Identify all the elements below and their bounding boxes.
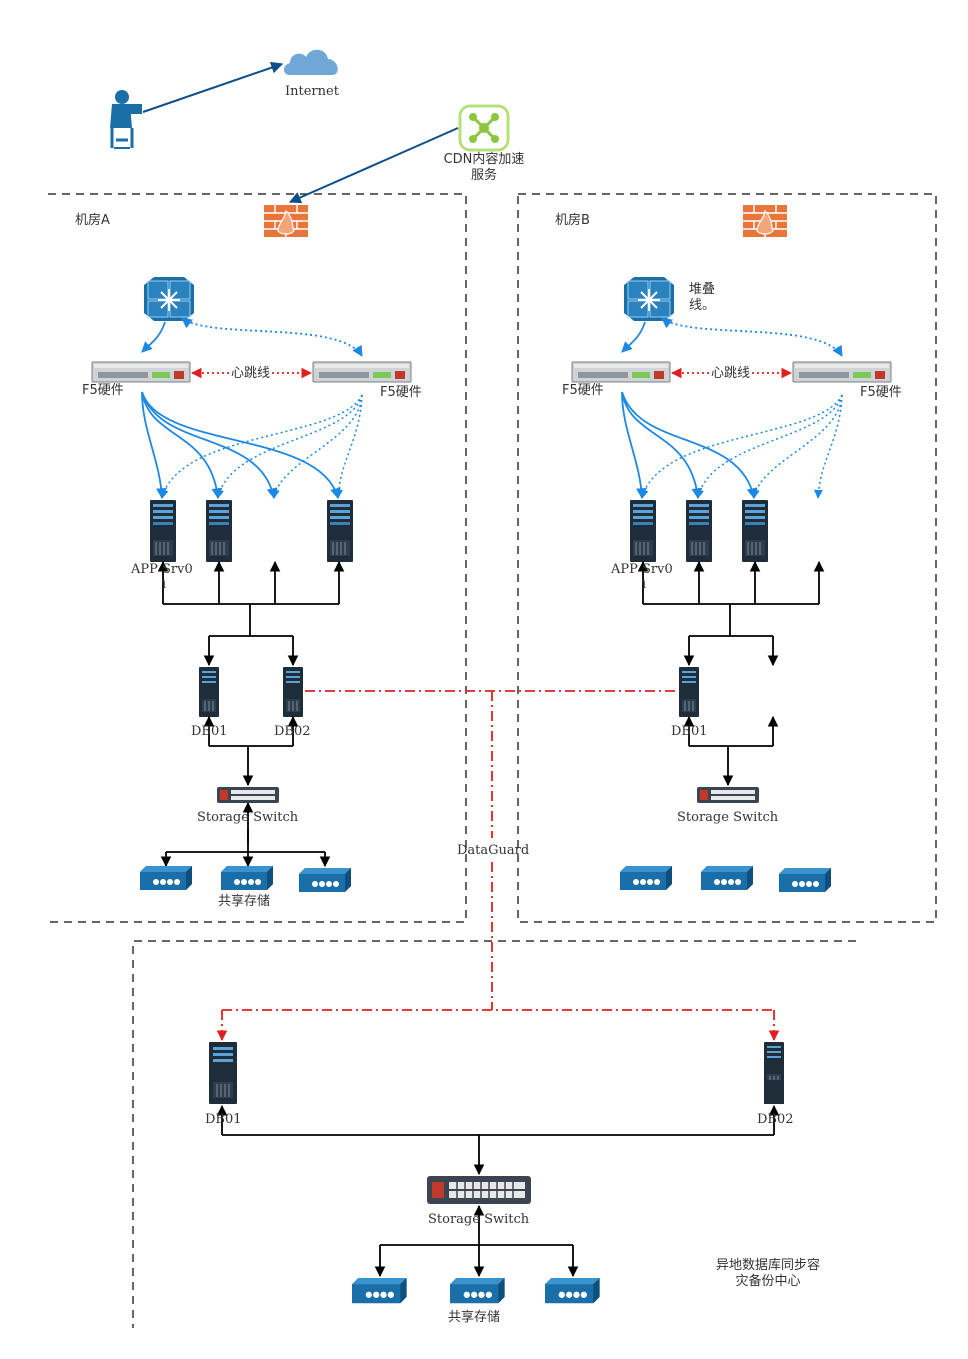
storage-a1 xyxy=(140,866,192,890)
dr-storage-label: 共享存储 xyxy=(448,1310,501,1325)
user-internet-link xyxy=(142,61,284,113)
f5-device-left-b xyxy=(571,361,671,383)
dr-db-switch-tree xyxy=(216,1104,780,1278)
storage-b3 xyxy=(779,868,831,892)
firewall-icon-b xyxy=(742,204,788,238)
db1-label-a: DB01 xyxy=(191,724,228,739)
f5-right-label-b: F5硬件 xyxy=(860,385,902,400)
storage-switch-a xyxy=(217,787,279,803)
storage-b1 xyxy=(620,866,672,890)
switch-label-a: Storage Switch xyxy=(197,810,299,825)
f5-app-standby-links-b xyxy=(639,394,843,499)
f5-app-links-b xyxy=(621,391,758,500)
app-server-3 xyxy=(326,499,354,563)
stack-label-line1: 堆叠 xyxy=(689,282,716,297)
f5-left-label-b: F5硬件 xyxy=(562,383,604,398)
dr-storage-switch xyxy=(426,1175,532,1205)
stack-link-a2 xyxy=(181,317,363,357)
app-db-tree-b xyxy=(637,560,825,787)
db1-label-b: DB01 xyxy=(671,724,708,739)
db-switch-tree-a xyxy=(160,715,331,868)
storage-a2 xyxy=(221,866,273,890)
app-label-b: APP Srv0 xyxy=(611,562,673,577)
f5-app-links-a xyxy=(141,391,341,500)
heartbeat-label-b: 心跳线 xyxy=(711,366,751,381)
stack-label-line2: 线。 xyxy=(689,298,716,313)
db-server-a2 xyxy=(282,666,304,718)
f5-right-label-a: F5硬件 xyxy=(380,385,422,400)
db-server-b1 xyxy=(678,666,700,718)
f5-device-right-b xyxy=(792,361,892,383)
cdn-label-line1: CDN内容加速 xyxy=(443,152,525,167)
storage-label-a: 共享存储 xyxy=(218,894,271,909)
dr-db-server-2-base xyxy=(764,1080,784,1104)
heartbeat-label-a: 心跳线 xyxy=(231,366,271,381)
user-icon xyxy=(110,90,142,149)
stack-link-a1 xyxy=(141,321,166,353)
firewall-icon xyxy=(263,204,309,238)
storage-switch-b xyxy=(697,787,759,803)
dr-db-server-1 xyxy=(208,1041,238,1105)
app-label-a: APP Srv0 xyxy=(131,562,193,577)
switch-label-b: Storage Switch xyxy=(677,810,779,825)
room-a-title: 机房A xyxy=(75,213,110,228)
f5-left-label-a: F5硬件 xyxy=(82,383,124,398)
storage-b2 xyxy=(701,866,753,890)
dr-storage-3 xyxy=(545,1278,600,1304)
app-server-b2 xyxy=(685,499,713,563)
cdn-firewall-link xyxy=(288,127,459,204)
db2-label-a: DB02 xyxy=(274,724,311,739)
f5-app-standby-links-a xyxy=(159,394,363,499)
db-server-a1 xyxy=(198,666,220,718)
core-switch-icon-b xyxy=(623,276,675,322)
f5-device-right xyxy=(312,361,412,383)
cdn-icon xyxy=(458,104,510,152)
dr-title-line2: 灾备份中心 xyxy=(735,1274,801,1289)
dr-switch-label: Storage Switch xyxy=(428,1212,530,1227)
f5-device-left xyxy=(91,361,191,383)
stack-link-b1 xyxy=(621,321,646,353)
dr-db2-label: DB02 xyxy=(757,1112,794,1127)
storage-a3 xyxy=(299,868,351,892)
dr-center-border xyxy=(132,940,856,1328)
dataguard-link xyxy=(216,690,780,1042)
stack-link-b2 xyxy=(661,317,843,357)
app-label-sub-a: 1 xyxy=(161,580,168,591)
app-server-b3 xyxy=(741,499,769,563)
core-switch-icon xyxy=(143,276,195,322)
cdn-label-line2: 服务 xyxy=(470,168,497,183)
app-server-b1 xyxy=(629,499,657,563)
dataguard-label: DataGuard xyxy=(457,843,530,858)
app-server-1 xyxy=(149,499,177,563)
app-label-sub-b: 1 xyxy=(641,580,648,591)
app-server-2 xyxy=(205,499,233,563)
room-b-border xyxy=(517,193,937,923)
dr-storage-2 xyxy=(450,1278,505,1304)
cloud-icon xyxy=(284,49,338,75)
dr-storage-1 xyxy=(352,1278,407,1304)
dr-db1-label: DB01 xyxy=(205,1112,242,1127)
room-b-title: 机房B xyxy=(555,213,590,228)
internet-label: Internet xyxy=(285,84,339,99)
app-db-tree-a xyxy=(157,560,345,667)
dr-title-line1: 异地数据库同步容 xyxy=(715,1258,820,1273)
